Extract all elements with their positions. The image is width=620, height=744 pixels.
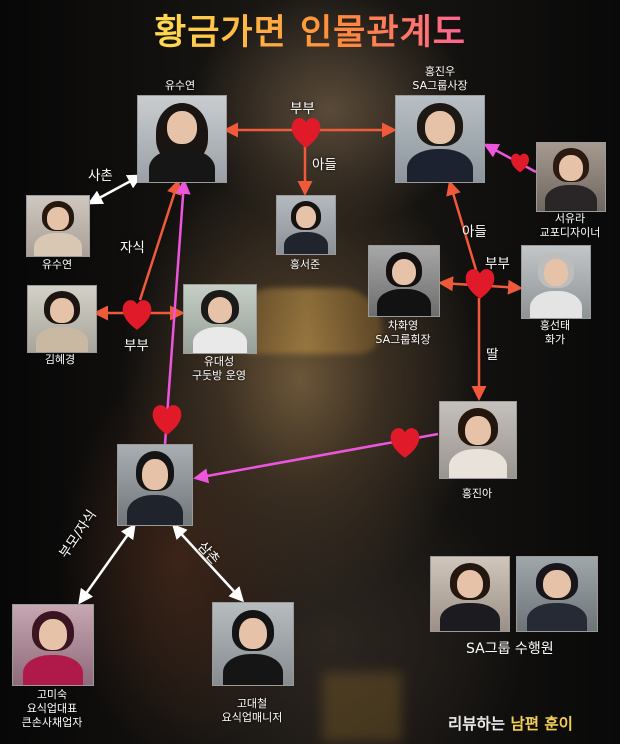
rel-bubu-left: 부부	[124, 338, 149, 354]
photo-kim-hyekyung	[27, 285, 97, 353]
rel-ttal: 딸	[486, 347, 499, 363]
label-hong-jina: 홍진아	[461, 487, 493, 500]
link-yura-jinwoo	[483, 143, 537, 174]
heart-icon	[291, 118, 321, 148]
rel-bubu-right: 부부	[485, 256, 510, 272]
link-cousin	[87, 174, 143, 205]
rel-bubu-top: 부부	[290, 101, 315, 117]
heart-icon	[465, 269, 495, 299]
backdrop-glow	[322, 672, 402, 742]
rel-adeul-top: 아들	[312, 157, 337, 173]
photo-seo-yura	[536, 142, 606, 212]
link-uncle	[171, 523, 245, 603]
label-yoo-daesung-name: 유대성	[203, 355, 235, 368]
label-cha-hwayoung-name: 차화영	[387, 319, 419, 332]
link-man-suyeon	[163, 179, 191, 445]
label-go-daecheol-role: 요식업매니저	[221, 711, 283, 724]
label-hong-jinwoo-role: SA그룹사장	[412, 79, 468, 92]
link-parent-child	[78, 523, 136, 605]
label-hong-seojun: 홍서준	[289, 258, 321, 271]
label-hong-jinwoo-name: 홍진우	[424, 65, 456, 78]
label-yoo-daesung-role: 구둣방 운영	[191, 369, 247, 382]
label-yoo-suyeon: 유수연	[164, 79, 196, 92]
photo-yoo-suyeon-2	[26, 195, 90, 257]
photo-go-daecheol	[212, 602, 294, 686]
label-seo-yura-name: 서유라	[554, 212, 586, 225]
rel-adeul-right: 아들	[462, 224, 487, 240]
photo-cha-hwayoung	[368, 245, 440, 317]
label-yoo-suyeon-2: 유수연	[41, 258, 73, 271]
link-child-suyeon	[138, 179, 182, 301]
credit-gold: 남편 훈이	[510, 715, 573, 733]
photo-hong-seontae	[521, 245, 591, 319]
label-go-daecheol-name: 고대철	[236, 697, 268, 710]
label-hong-seontae-role: 화가	[544, 333, 566, 346]
label-go-misuk-role1: 요식업대표	[26, 702, 78, 715]
diagram-title: 황금가면 인물관계도	[0, 4, 620, 55]
rel-sachon: 사촌	[88, 168, 113, 184]
golden-mask-backdrop	[232, 288, 382, 354]
label-hong-seontae-name: 홍선태	[539, 319, 571, 332]
photo-main-man	[117, 444, 193, 526]
heart-icon	[390, 428, 420, 458]
label-go-misuk-role2: 큰손사채업자	[21, 716, 83, 729]
label-go-misuk-name: 고미숙	[36, 688, 68, 701]
heart-icon	[122, 300, 152, 330]
credit-white: 리뷰하는	[448, 715, 506, 733]
link-son-jinwoo	[446, 180, 478, 271]
photo-go-misuk	[12, 604, 94, 686]
rel-jasik: 자식	[120, 240, 145, 256]
photo-hong-jinwoo	[395, 95, 485, 183]
label-kim-hyekyung: 김혜경	[44, 353, 76, 366]
heart-icon	[511, 153, 529, 173]
label-seo-yura-role: 교포디자이너	[539, 226, 601, 239]
photo-hong-seojun	[276, 195, 336, 255]
sa-servants-label: SA그룹 수행원	[466, 641, 554, 657]
photo-hong-jina	[439, 401, 517, 479]
photo-sa-servant-2	[516, 556, 598, 632]
photo-yoo-daesung	[183, 284, 257, 354]
credit: 리뷰하는 남편 훈이	[448, 712, 573, 734]
heart-icon	[152, 405, 182, 435]
photo-yoo-suyeon	[137, 95, 227, 183]
photo-sa-servant-1	[430, 556, 510, 632]
label-cha-hwayoung-role: SA그룹회장	[375, 333, 431, 346]
